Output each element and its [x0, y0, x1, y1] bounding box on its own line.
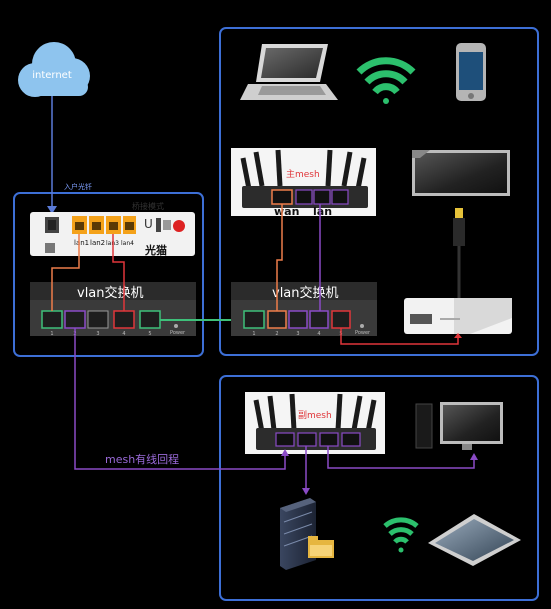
switch-right-port-4 — [309, 310, 329, 329]
link-sub-router-pc — [327, 446, 475, 469]
switch-left-port-number-5: 5 — [148, 331, 151, 337]
main-router-lan-label: lan — [313, 205, 332, 218]
sub-router-port-3 — [319, 432, 339, 447]
tablet-icon — [428, 514, 521, 566]
right-top-frame — [219, 27, 539, 356]
sub-router-port-4 — [341, 432, 361, 447]
main-router-lan-port-3 — [331, 189, 349, 205]
main-router-wan-port — [271, 189, 293, 205]
backhaul-label: mesh有线回程 — [105, 452, 179, 466]
set-top-box-icon — [404, 298, 512, 334]
switch-left-port-3 — [87, 310, 109, 329]
internet-label: internet — [32, 70, 72, 81]
switch-left-port-4 — [113, 310, 135, 329]
modem-port-lan2: lan2 — [90, 239, 105, 247]
backhaul-arrow-icon — [281, 449, 289, 456]
main-router-lan-port-2 — [313, 189, 331, 205]
sub-router-port-1 — [275, 432, 295, 447]
switch-left-port-5 — [139, 310, 161, 329]
switch-left-power-label: Power — [170, 330, 186, 336]
switch-right-port-number-2: 2 — [275, 331, 278, 337]
switch-right-port-number-3: 3 — [296, 331, 299, 337]
sub-mesh-router: 副mesh — [245, 392, 385, 454]
switch-right-port-number-4: 4 — [317, 331, 320, 337]
modem-port-lan4: lan4 — [121, 240, 134, 247]
server-arrow-icon — [302, 488, 310, 495]
wifi-icon — [356, 57, 416, 104]
laptop-icon — [240, 44, 338, 100]
vlan-switch-right: vlan交换机 1 2 3 4 5 Power — [231, 282, 377, 337]
switch-left-port-2 — [64, 310, 86, 329]
link-modem-lan3-red — [112, 234, 125, 311]
modem-usb-symbol: U — [144, 217, 153, 231]
modem-port-lan1: lan1 — [74, 239, 89, 247]
iptv-arrow-icon — [454, 333, 462, 338]
folder-icon — [308, 536, 334, 558]
link-modem-lan1-orange — [51, 234, 80, 311]
switch-left-title: vlan交换机 — [77, 285, 144, 301]
left-frame — [13, 192, 204, 357]
link-backhaul-purple — [74, 328, 286, 470]
pc-arrow-icon — [470, 453, 478, 460]
sub-router-port-2 — [297, 432, 317, 447]
sub-router-title: 副mesh — [298, 410, 332, 421]
right-bottom-frame — [219, 375, 539, 601]
switch-right-port-5 — [331, 310, 351, 329]
main-mesh-router: 主mesh wan lan — [231, 148, 376, 218]
switch-right-port-1 — [243, 310, 265, 329]
switch-right-title: vlan交换机 — [272, 285, 339, 301]
internet-cloud-icon: internet — [18, 42, 90, 97]
fiber-arrow-icon — [47, 206, 57, 214]
switch-right-power-label: Power — [355, 330, 371, 336]
tv-icon — [412, 150, 510, 196]
switch-left-port-number-1: 1 — [50, 331, 53, 337]
switch-right-port-number-1: 1 — [252, 331, 255, 337]
hdmi-cable-icon — [453, 208, 465, 300]
wifi-icon-lower — [383, 517, 419, 553]
link-iptv-red — [340, 328, 459, 345]
link-wan-orange — [276, 204, 283, 311]
desktop-pc-icon — [415, 402, 503, 450]
switch-left-port-1 — [41, 310, 63, 329]
server-icon — [280, 498, 316, 570]
switch-right-port-3 — [288, 310, 308, 329]
main-router-wan-label: wan — [274, 205, 299, 218]
modem-mode-label: 桥接模式 — [132, 201, 164, 211]
fiber-label: 入户光钎 — [64, 182, 92, 191]
switch-left-port-number-4: 4 — [122, 331, 125, 337]
switch-left-port-number-3: 3 — [96, 331, 99, 337]
main-router-lan-port-1 — [295, 189, 313, 205]
main-router-title: 主mesh — [286, 168, 320, 180]
modem-name: 光猫 — [144, 243, 167, 257]
vlan-switch-left: vlan交换机 1 2 3 4 5 Power — [30, 282, 196, 337]
phone-icon — [456, 43, 486, 101]
switch-right-port-2 — [267, 310, 287, 329]
